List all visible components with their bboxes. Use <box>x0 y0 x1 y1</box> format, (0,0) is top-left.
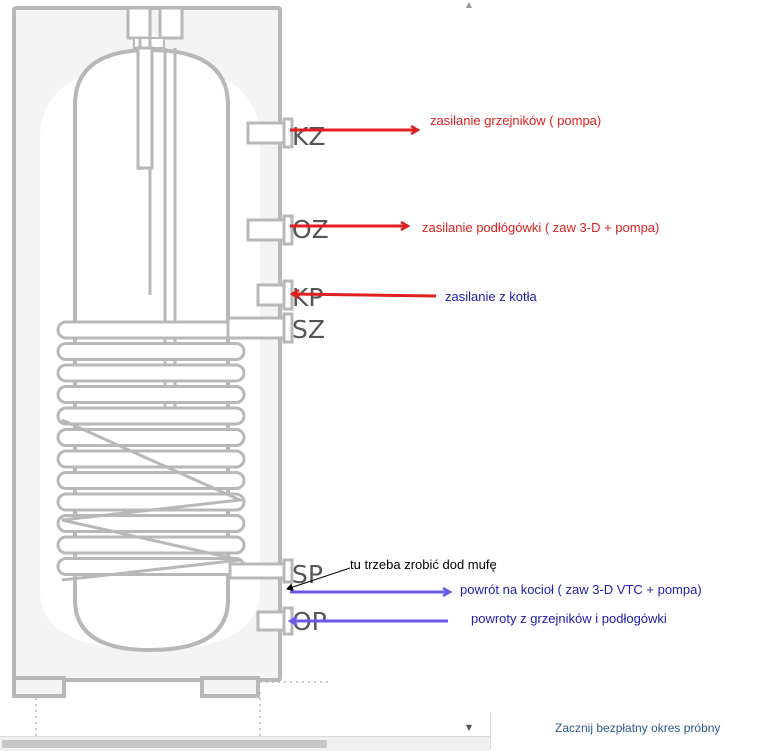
top-connector-right <box>158 6 184 40</box>
note-text: tu trzeba zrobić dod mufę <box>350 557 497 572</box>
coil-loop <box>56 557 246 576</box>
port-label-sp: SP <box>292 560 323 589</box>
annotation-op: powroty z grzejników i podłogówki <box>471 611 667 626</box>
annotation-oz: zasilanie podłógówki ( zaw 3-D + pompa) <box>422 220 659 235</box>
free-trial-link[interactable]: Zacznij bezpłatny okres próbny <box>555 721 721 735</box>
coil-loop <box>56 514 246 533</box>
scrollbar-thumb[interactable] <box>2 740 327 748</box>
tank-foot-right <box>200 676 260 698</box>
coil-loop <box>56 428 246 447</box>
arrow-note <box>286 567 351 591</box>
panel-divider <box>490 712 491 750</box>
tank-foot-left <box>12 676 66 698</box>
annotation-kp: zasilanie z kotła <box>445 289 538 304</box>
dotted-guide-lines-bottom <box>35 681 330 741</box>
port-label-oz: OZ <box>292 215 329 244</box>
coil-loop <box>56 406 246 426</box>
top-connector-left <box>126 6 152 40</box>
coil-loop <box>56 320 246 340</box>
coil-return-line <box>61 418 246 582</box>
heating-coil <box>56 320 246 582</box>
annotation-sp: powrót na kocioł ( zaw 3-D VTC + pompa) <box>460 582 702 597</box>
annotation-kz: zasilanie grzejników ( pompa) <box>430 113 601 128</box>
horizontal-scrollbar[interactable] <box>0 736 490 751</box>
arrow-kp <box>292 294 437 296</box>
scroll-down-arrow-icon[interactable]: ▼ <box>465 723 473 732</box>
coil-loop <box>56 342 246 361</box>
port-label-sz: SZ <box>292 315 325 344</box>
port-label-kz: KZ <box>292 122 326 151</box>
port-label-kp: KP <box>292 283 323 312</box>
coil-loop <box>56 385 246 404</box>
coil-loop <box>56 471 246 490</box>
scroll-up-arrow-icon[interactable]: ▲ <box>465 0 473 9</box>
coil-loop <box>56 363 246 383</box>
